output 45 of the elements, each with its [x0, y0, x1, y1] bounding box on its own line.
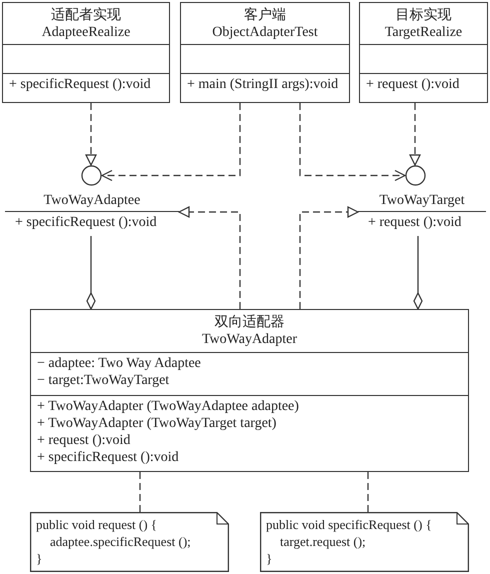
interface-name: TwoWayTarget [378, 192, 466, 210]
method-signature: + specificRequest ():void [14, 214, 158, 231]
class-box [2, 2, 170, 103]
class-title: 目标实现 [394, 7, 452, 24]
code-line: public void request () { [36, 516, 158, 533]
class-name: TwoWayAdapter [200, 331, 298, 348]
attribute: − target:TwoWayTarget [37, 372, 170, 389]
aggregation-line [86, 236, 96, 310]
class-name: TargetRealize [384, 24, 464, 41]
method-signature: + main (StringII args):void [187, 76, 340, 93]
class-name: ObjectAdapterTest [211, 24, 319, 41]
method-signature: + request ():void [366, 76, 460, 93]
note-link [367, 472, 369, 512]
interface-circle [405, 165, 426, 186]
realization-arrow [409, 103, 421, 166]
code-line: } [36, 550, 44, 567]
class-box [359, 2, 488, 103]
class-title: 适配者实现 [50, 7, 122, 24]
method-signature: + request ():void [367, 214, 462, 231]
class-title: 客户端 [243, 7, 287, 24]
realization-arrow [178, 206, 241, 309]
dependency-arrow [101, 103, 241, 182]
interface-circle [81, 165, 102, 186]
note-box [260, 512, 469, 572]
class-box [30, 309, 469, 472]
attribute: − adaptee: Two Way Adaptee [37, 355, 202, 372]
aggregation-line [413, 236, 423, 310]
realization-arrow [299, 206, 359, 309]
code-line: public void specificRequest () { [266, 516, 433, 533]
class-box [180, 2, 350, 103]
code-line: adaptee.specificRequest (); [49, 533, 192, 550]
method-signature: + TwoWayAdapter (TwoWayAdaptee adaptee) [37, 398, 300, 415]
dependency-arrow [299, 103, 406, 182]
code-line: target.request (); [279, 533, 367, 550]
note-box [30, 512, 229, 572]
method-signature: + specificRequest ():void [37, 449, 180, 466]
method-signature: + specificRequest ():void [9, 76, 152, 93]
realization-arrow [85, 103, 97, 166]
method-signature: + TwoWayAdapter (TwoWayTarget target) [37, 415, 278, 432]
class-title: 双向适配器 [214, 314, 286, 331]
class-name: AdapteeRealize [40, 24, 132, 41]
method-signature: + request ():void [37, 432, 132, 449]
interface-name: TwoWayAdaptee [42, 192, 142, 210]
note-link [139, 472, 141, 512]
code-line: } [266, 550, 274, 567]
